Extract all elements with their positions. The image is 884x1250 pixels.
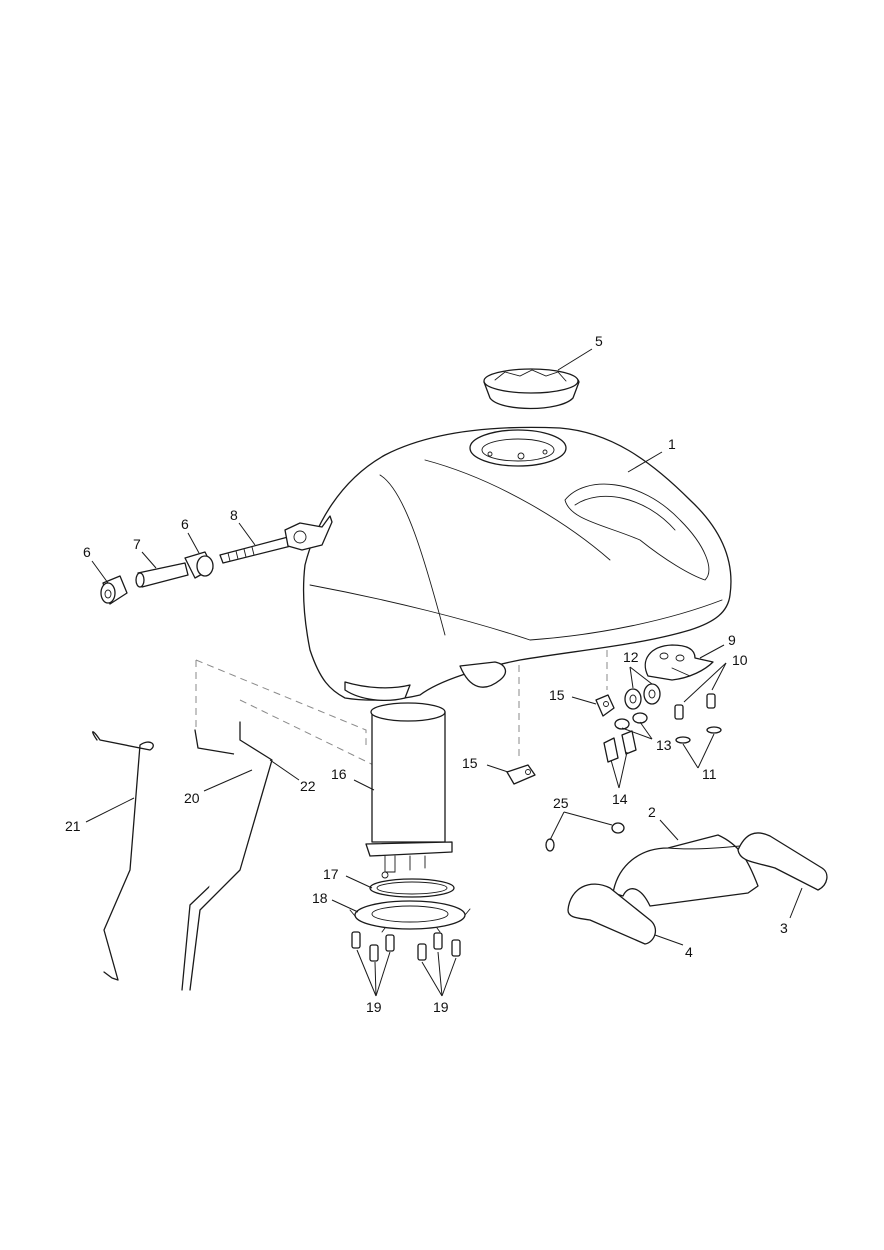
callout-3: 3 [780, 920, 788, 936]
callout-7: 7 [133, 536, 141, 552]
tank-mounting-bolt [219, 515, 333, 564]
fuel-pump [365, 702, 453, 879]
tank-pad-right [737, 832, 828, 891]
callout-6a: 6 [83, 544, 91, 560]
callout-21: 21 [65, 818, 81, 834]
callout-25: 25 [553, 795, 569, 811]
heat-shield [612, 834, 759, 907]
bracket-screws [674, 693, 716, 720]
callout-8: 8 [230, 507, 238, 523]
pump-screws [351, 931, 461, 962]
rear-mounting-bracket [644, 644, 714, 681]
callout-6b: 6 [181, 516, 189, 532]
callout-19b: 19 [433, 999, 449, 1015]
filler-neck-ring [483, 368, 580, 410]
callout-22: 22 [300, 778, 316, 794]
callout-4: 4 [685, 944, 693, 960]
callout-14: 14 [612, 791, 628, 807]
callout-15a: 15 [549, 687, 565, 703]
tank-pad-left [567, 883, 657, 945]
callout-11: 11 [702, 766, 717, 782]
callout-1: 1 [668, 436, 676, 452]
callout-19a: 19 [366, 999, 382, 1015]
mounting-spacers [100, 551, 214, 605]
fuel-hoses [181, 721, 273, 991]
small-o-rings [545, 822, 625, 852]
callout-17: 17 [323, 866, 339, 882]
clip-nuts [506, 694, 615, 785]
callout-5: 5 [595, 333, 603, 349]
fuel-tank [302, 426, 732, 701]
callout-18: 18 [312, 890, 328, 906]
callout-20: 20 [184, 790, 200, 806]
callout-10: 10 [732, 652, 748, 668]
breather-hose [92, 731, 154, 981]
washers [614, 712, 648, 730]
callout-13: 13 [656, 737, 672, 753]
callout-2: 2 [648, 804, 656, 820]
small-washers [675, 726, 722, 744]
callout-12: 12 [623, 649, 639, 665]
rubber-grommets [624, 683, 661, 710]
pump-locking-ring [349, 900, 471, 933]
grommet-bolts [603, 730, 637, 763]
callout-16: 16 [331, 766, 347, 782]
o-ring-seal [369, 878, 455, 898]
callout-labels: 1 2 3 4 5 6 6 7 8 9 10 11 12 13 14 15 15… [65, 333, 788, 1015]
callout-15b: 15 [462, 755, 478, 771]
callout-9: 9 [728, 632, 736, 648]
leader-lines [85, 348, 803, 997]
